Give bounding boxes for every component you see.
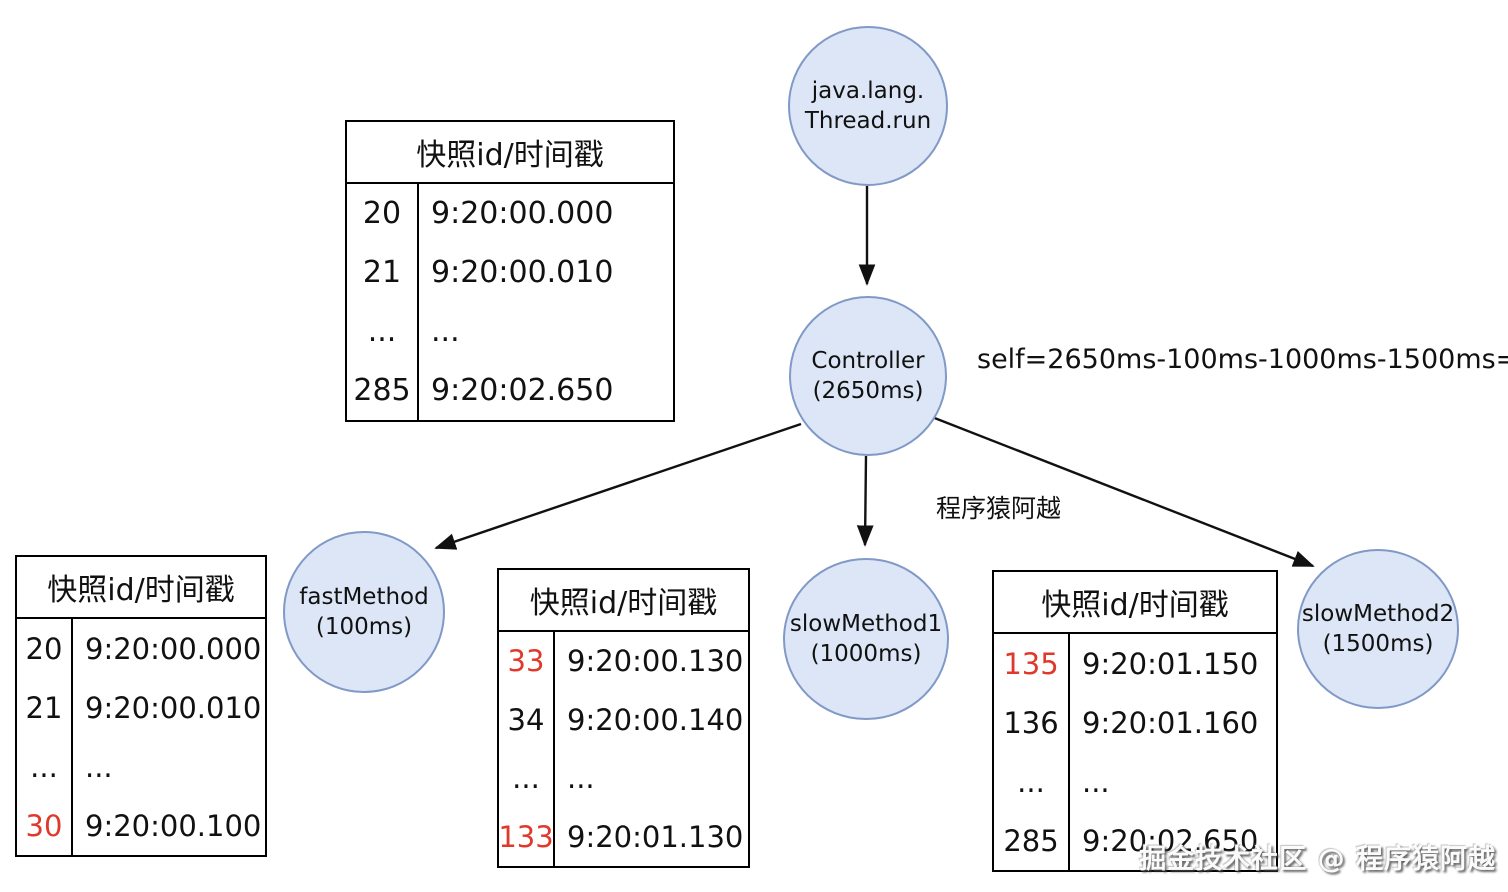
snapshot-time: ...	[85, 749, 113, 784]
snapshot-table-thread-run: 快照id/时间戳 20 9:20:00.000 21 9:20:00.010 .…	[345, 120, 675, 422]
snapshot-time: 9:20:01.130	[567, 819, 744, 854]
snapshot-time: 9:20:01.150	[1082, 646, 1259, 681]
node-label: (1000ms)	[810, 641, 922, 667]
snapshot-time: 9:20:00.010	[85, 690, 262, 725]
table-row: ... ...	[347, 302, 673, 361]
self-time-formula: self=2650ms-100ms-1000ms-1500ms=50ms	[977, 344, 1508, 375]
snapshot-time: 9:20:00.000	[85, 631, 262, 666]
node-label: (1500ms)	[1322, 631, 1434, 657]
node-controller: Controller (2650ms)	[789, 296, 947, 456]
node-label: slowMethod2	[1301, 600, 1455, 627]
snapshot-table-slow-method-2: 快照id/时间戳 135 9:20:01.150 136 9:20:01.160…	[992, 570, 1278, 872]
node-label: fastMethod	[299, 583, 429, 610]
table-body: 135 9:20:01.150 136 9:20:01.160 ... ... …	[994, 634, 1276, 870]
snapshot-id: ...	[17, 737, 73, 796]
snapshot-id: 34	[499, 690, 555, 749]
snapshot-id: 285	[347, 361, 419, 420]
node-slow-method-1: slowMethod1 (1000ms)	[783, 558, 949, 720]
watermark: 掘金技术社区 @ 程序猿阿越	[1139, 844, 1496, 875]
table-body: 20 9:20:00.000 21 9:20:00.010 ... ... 30…	[17, 619, 265, 855]
snapshot-time: 9:20:00.100	[85, 808, 262, 843]
snapshot-id: 136	[994, 693, 1070, 752]
table-row: ... ...	[17, 737, 265, 796]
node-label: slowMethod1	[789, 610, 943, 637]
table-row: 33 9:20:00.130	[499, 632, 748, 691]
snapshot-id: 285	[994, 811, 1070, 870]
node-label: java.lang.	[811, 77, 925, 104]
table-body: 20 9:20:00.000 21 9:20:00.010 ... ... 28…	[347, 184, 673, 420]
table-row: 21 9:20:00.010	[17, 678, 265, 737]
table-row: 30 9:20:00.100	[17, 796, 265, 855]
table-header: 快照id/时间戳	[994, 572, 1276, 634]
snapshot-id: ...	[499, 749, 555, 808]
snapshot-time: ...	[1082, 764, 1110, 799]
table-header: 快照id/时间戳	[17, 557, 265, 619]
snapshot-id: 30	[17, 796, 73, 855]
table-header: 快照id/时间戳	[347, 122, 673, 184]
snapshot-id: ...	[347, 302, 419, 361]
snapshot-table-fast-method: 快照id/时间戳 20 9:20:00.000 21 9:20:00.010 .…	[15, 555, 267, 857]
table-row: 285 9:20:02.650	[994, 811, 1276, 870]
snapshot-time: 9:20:00.010	[431, 255, 614, 290]
table-row: 133 9:20:01.130	[498, 807, 748, 866]
snapshot-id: 21	[347, 243, 419, 302]
snapshot-id: 33	[499, 632, 555, 691]
edge-author-label: 程序猿阿越	[936, 494, 1062, 523]
node-slow-method-2: slowMethod2 (1500ms)	[1297, 549, 1459, 709]
table-row: 20 9:20:00.000	[347, 184, 673, 243]
edge-controller-to-fastmethod	[434, 422, 802, 550]
node-label: (2650ms)	[812, 378, 924, 404]
snapshot-id: 133	[498, 807, 555, 866]
snapshot-id: 21	[17, 678, 73, 737]
table-row: ... ...	[499, 749, 748, 808]
table-row: 20 9:20:00.000	[17, 619, 265, 678]
snapshot-time: 9:20:02.650	[431, 373, 614, 408]
node-thread-run: java.lang. Thread.run	[788, 26, 948, 186]
table-row: 136 9:20:01.160	[994, 693, 1276, 752]
snapshot-time: 9:20:02.650	[1082, 823, 1259, 858]
table-header: 快照id/时间戳	[499, 570, 748, 632]
snapshot-time: 9:20:00.000	[431, 196, 614, 231]
snapshot-table-slow-method-1: 快照id/时间戳 33 9:20:00.130 34 9:20:00.140 .…	[497, 568, 750, 868]
table-row: 285 9:20:02.650	[347, 361, 673, 420]
snapshot-time: ...	[567, 761, 595, 796]
edge-controller-to-slowmethod1	[856, 455, 874, 547]
snapshot-time: 9:20:01.160	[1082, 705, 1259, 740]
snapshot-id: 20	[17, 619, 73, 678]
snapshot-time: 9:20:00.130	[567, 644, 744, 679]
table-row: 34 9:20:00.140	[499, 690, 748, 749]
snapshot-time: ...	[431, 314, 460, 349]
snapshot-id: 20	[347, 184, 419, 243]
table-row: 21 9:20:00.010	[347, 243, 673, 302]
node-label: (100ms)	[315, 614, 413, 640]
snapshot-id: ...	[994, 752, 1070, 811]
snapshot-time: 9:20:00.140	[567, 702, 744, 737]
table-row: 135 9:20:01.150	[994, 634, 1276, 693]
node-label: Controller	[811, 347, 925, 374]
table-row: ... ...	[994, 752, 1276, 811]
snapshot-id: 135	[994, 634, 1070, 693]
table-body: 33 9:20:00.130 34 9:20:00.140 ... ... 13…	[498, 632, 748, 866]
node-label: Thread.run	[804, 108, 932, 134]
node-fast-method: fastMethod (100ms)	[283, 531, 445, 693]
